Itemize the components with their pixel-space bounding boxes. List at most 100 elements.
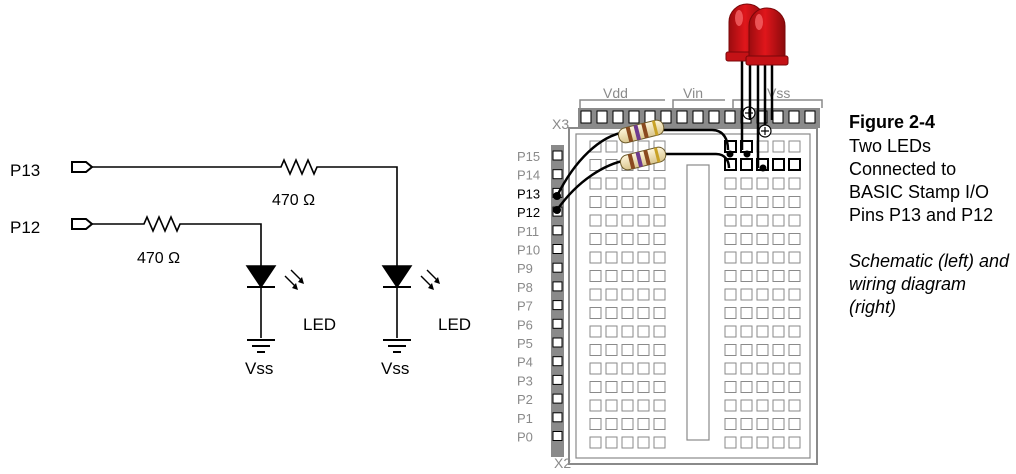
breadboard-hole [756,214,769,227]
breadboard-hole [653,307,666,319]
breadboard-hole [756,233,769,245]
breadboard-hole [788,344,801,356]
pin-socket [552,431,563,441]
breadboard-hole [772,288,785,301]
breadboard: Vdd Vin Vss X3 X2 P15P14P13P12P11P10P9P8… [517,3,823,471]
breadboard-hole [621,196,634,208]
breadboard-hole [621,270,634,282]
ground-left-symbol [247,339,275,353]
lead-contact [726,150,734,158]
breadboard-hole [724,325,737,338]
breadboard-hole [653,233,666,245]
breadboard-hole [740,196,753,208]
pin-socket [552,393,563,404]
header-socket [692,110,704,124]
breadboard-hole [637,344,650,356]
ground-right-symbol [383,339,411,353]
breadboard-hole [740,436,753,449]
breadboard-hole [605,362,618,375]
led-left-label: LED [303,315,336,334]
breadboard-hole [605,177,618,190]
breadboard-hole [756,270,769,282]
breadboard-hole [724,307,737,319]
breadboard-hole [637,418,650,430]
breadboard-hole [724,196,737,208]
resistor-bottom [619,146,667,171]
breadboard-hole [621,418,634,430]
breadboard-hole [589,214,602,227]
breadboard-hole [788,418,801,430]
breadboard-hole [772,418,785,430]
breadboard-hole [756,418,769,430]
pin-socket [552,150,563,161]
breadboard-hole-used [724,158,737,171]
vss-header-label: Vss [767,85,790,101]
breadboard-hole [788,381,801,393]
breadboard-hole [589,270,602,282]
breadboard-hole [589,325,602,338]
breadboard-hole [772,381,785,393]
breadboard-hole [621,362,634,375]
breadboard-hole [788,214,801,227]
lead-contact [743,150,751,158]
breadboard-hole [788,288,801,301]
breadboard-hole [772,214,785,227]
pin-p13-connector [71,161,94,173]
breadboard-hole [740,399,753,412]
breadboard-hole [637,233,650,245]
breadboard-hole [772,140,785,153]
breadboard-hole [605,214,618,227]
breadboard-hole [740,381,753,393]
pin-label: P5 [517,336,533,351]
breadboard-hole [772,344,785,356]
breadboard-hole [756,381,769,393]
breadboard-hole [589,288,602,301]
pin-socket [552,262,563,273]
vss-left-label: Vss [245,359,273,378]
figure-caption: Figure 2-4 Two LEDs Connected to BASIC S… [849,111,1014,319]
breadboard-hole [724,214,737,227]
breadboard-hole [621,325,634,338]
breadboard-hole [605,270,618,282]
breadboard-hole [621,177,634,190]
breadboard-hole [637,325,650,338]
center-channel [686,164,710,441]
x2-label: X2 [554,455,571,471]
led-right-label: LED [438,315,471,334]
breadboard-hole [637,399,650,412]
breadboard-hole [772,436,785,449]
breadboard-hole [605,344,618,356]
breadboard-hole [589,381,602,393]
breadboard-hole [653,436,666,449]
breadboard-hole [605,325,618,338]
breadboard-hole [788,251,801,264]
breadboard-hole [772,399,785,412]
pin-label: P2 [517,392,533,407]
breadboard-hole [756,362,769,375]
breadboard-hole [637,214,650,227]
header-socket [676,110,688,124]
pin-label: P9 [517,261,533,276]
pin-label: P0 [517,430,533,445]
breadboard-hole [621,436,634,449]
red-led-front [745,7,789,66]
header-socket [804,110,816,124]
lead-contact [759,164,767,172]
breadboard-hole [621,344,634,356]
breadboard-hole [724,418,737,430]
breadboard-hole [653,270,666,282]
breadboard-hole [621,214,634,227]
pin-socket [552,356,563,367]
breadboard-hole [788,399,801,412]
breadboard-hole [724,436,737,449]
board-inner-frame [575,133,811,459]
pin-socket [552,318,563,329]
breadboard-hole [788,325,801,338]
breadboard-hole [621,288,634,301]
breadboard-hole [740,418,753,430]
breadboard-hole [788,196,801,208]
breadboard-hole [589,399,602,412]
breadboard-hole [637,307,650,319]
pin-socket [552,225,563,236]
breadboard-hole [589,362,602,375]
